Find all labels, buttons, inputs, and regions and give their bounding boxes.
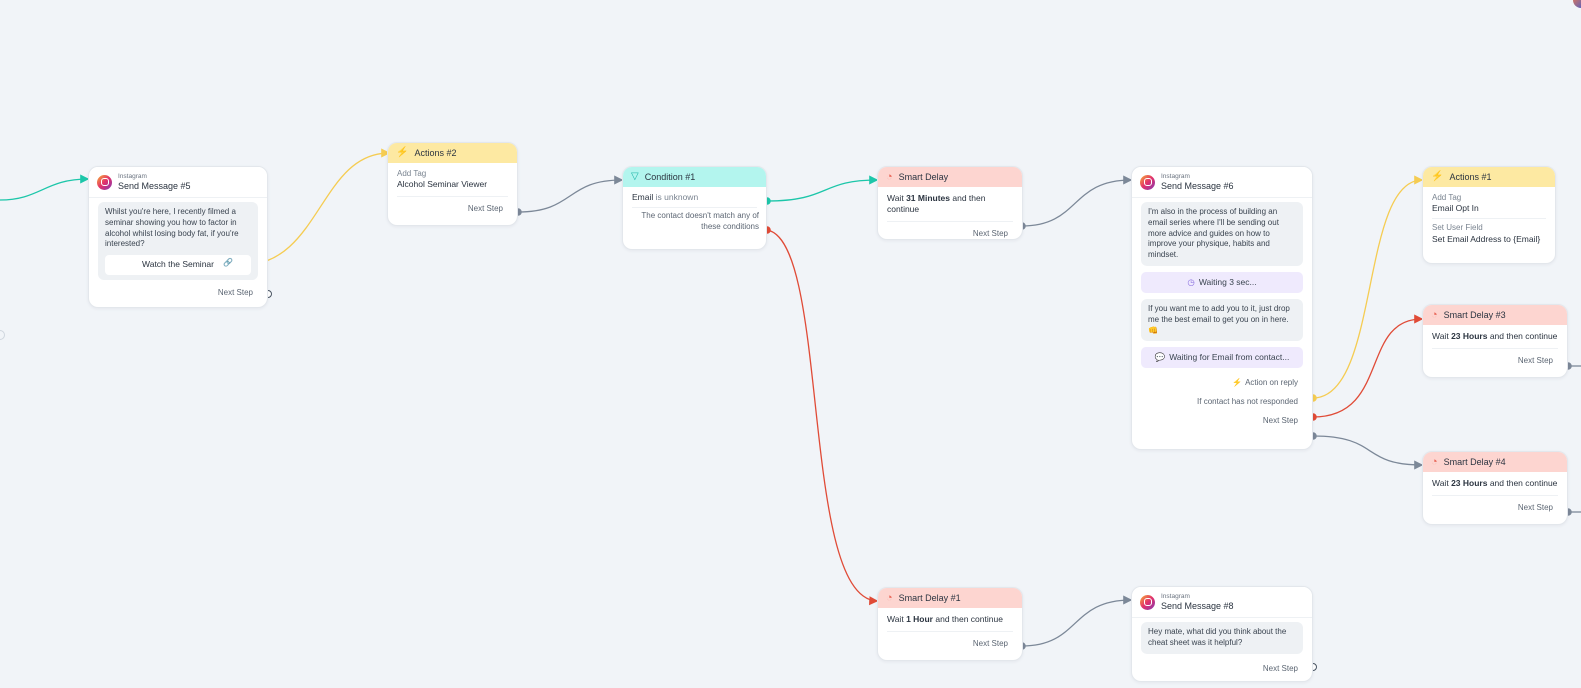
wire-delay1-msg8 [1021, 595, 1133, 647]
delay-amount: 23 Hours [1451, 478, 1488, 488]
clock-icon: ◷ [1187, 276, 1195, 287]
action-on-reply: ⚡Action on reply [1232, 378, 1298, 388]
bolt-icon: ⚡ [396, 147, 409, 158]
delay-amount: 23 Hours [1451, 331, 1488, 341]
instagram-icon [1140, 594, 1155, 610]
node-header: ◔ Smart Delay [878, 167, 1022, 187]
delay-text: Wait 31 Minutes and then continue [887, 193, 986, 215]
action-value: Email Opt In [1432, 203, 1479, 214]
delay-text: Wait 23 Hours and then continue [1432, 478, 1558, 488]
offscreen-port [0, 330, 5, 340]
clock-icon: ◔ [886, 591, 893, 604]
platform-label: Instagram [1161, 593, 1190, 601]
wire-msg6-act1 [1312, 175, 1424, 399]
node-smart-delay[interactable]: ◔ Smart Delay Wait 31 Minutes and then c… [877, 166, 1023, 240]
message-bubble: Whilst you're here, I recently filmed a … [98, 202, 258, 280]
next-step-label: Next Step [972, 229, 1008, 239]
node-title: Send Message #8 [1161, 600, 1234, 611]
action-label: Set User Field [1432, 223, 1483, 233]
condition-fallback: The contact doesn't match any of these c… [641, 211, 759, 232]
node-header: ◔ Smart Delay #4 [1423, 452, 1567, 472]
next-step-label: Next Step [1262, 416, 1298, 426]
wire-msg6-delay4 [1312, 435, 1424, 470]
platform-label: Instagram [118, 173, 147, 181]
instagram-icon [97, 174, 112, 190]
node-title: Send Message #6 [1161, 180, 1234, 191]
node-header: ⚡ Actions #1 [1423, 167, 1555, 187]
corner-avatar[interactable] [1573, 0, 1581, 8]
message-text: Whilst you're here, I recently filmed a … [105, 207, 239, 249]
button-label: Watch the Seminar [142, 259, 214, 270]
next-step-label: Next Step [217, 287, 253, 297]
filter-icon: ▽ [631, 171, 639, 182]
node-smart-delay-4[interactable]: ◔ Smart Delay #4 Wait 23 Hours and then … [1422, 451, 1568, 525]
node-header: ⚡ Actions #2 [388, 143, 517, 163]
bolt-icon: ⚡ [1431, 171, 1444, 182]
node-title: Actions #2 [414, 148, 457, 158]
next-step-label: Next Step [1517, 503, 1553, 513]
condition-operator: is unknown [655, 192, 699, 202]
next-step-label: Next Step [1517, 356, 1553, 366]
waiting-3-sec-block: ◷Waiting 3 sec... [1141, 271, 1303, 293]
platform-label: Instagram [1161, 173, 1190, 181]
next-step-label: Next Step [1262, 663, 1298, 673]
wire-cond1-delay1 [766, 229, 879, 606]
delay-text: Wait 1 Hour and then continue [887, 614, 1003, 624]
delay-text: Wait 23 Hours and then continue [1432, 331, 1558, 341]
action-label: Add Tag [397, 169, 427, 178]
condition-field: Email [632, 192, 654, 202]
chat-icon: 💬 [1154, 352, 1166, 363]
message-bubble: I'm also in the process of building an e… [1141, 202, 1303, 266]
wire-act2-cond1 [517, 175, 624, 213]
node-header: ◔ Smart Delay #3 [1423, 305, 1567, 325]
node-title: Smart Delay [898, 172, 949, 182]
delay-amount: 1 Hour [906, 614, 933, 624]
node-title: Condition #1 [644, 172, 696, 182]
clock-icon: ◔ [1431, 455, 1438, 468]
bolt-icon: ⚡ [1232, 378, 1243, 388]
node-title: Smart Delay #3 [1443, 310, 1506, 320]
clock-icon: ◔ [1431, 308, 1438, 321]
clock-icon: ◔ [886, 170, 893, 183]
node-title: Smart Delay #4 [1443, 457, 1506, 467]
node-condition-1[interactable]: ▽ Condition #1 Email is unknown The cont… [622, 166, 767, 250]
node-header: ▽ Condition #1 [623, 167, 766, 187]
action-value: Set Email Address to {Email} [1432, 233, 1541, 244]
message-bubble: If you want me to add you to it, just dr… [1141, 298, 1303, 342]
node-header: ◔ Smart Delay #1 [878, 588, 1022, 608]
waiting-email-block: 💬Waiting for Email from contact... [1141, 347, 1303, 369]
condition-rule: Email is unknown [623, 187, 766, 207]
wire-delay-msg6 [1021, 175, 1133, 227]
next-step-label: Next Step [972, 639, 1008, 649]
no-response-label: If contact has not responded [1197, 397, 1298, 407]
next-step-label: Next Step [467, 204, 503, 214]
node-smart-delay-3[interactable]: ◔ Smart Delay #3 Wait 23 Hours and then … [1422, 304, 1568, 378]
watch-seminar-button[interactable]: Watch the Seminar 🔗 [105, 255, 251, 275]
node-title: Smart Delay #1 [898, 593, 961, 603]
node-smart-delay-1[interactable]: ◔ Smart Delay #1 Wait 1 Hour and then co… [877, 587, 1023, 661]
action-label: Add Tag [1432, 193, 1462, 202]
message-bubble: Hey mate, what did you think about the c… [1141, 622, 1303, 654]
instagram-icon [1140, 174, 1155, 190]
wire-cond1-delay [766, 175, 879, 202]
wire-msg6-delay3 [1312, 314, 1424, 418]
delay-amount: 31 Minutes [906, 193, 950, 203]
action-value: Alcohol Seminar Viewer [397, 179, 488, 190]
node-title: Actions #1 [1449, 172, 1492, 182]
node-title: Send Message #5 [118, 180, 191, 191]
link-icon: 🔗 [223, 258, 233, 268]
wire-into-msg5 [0, 174, 90, 201]
